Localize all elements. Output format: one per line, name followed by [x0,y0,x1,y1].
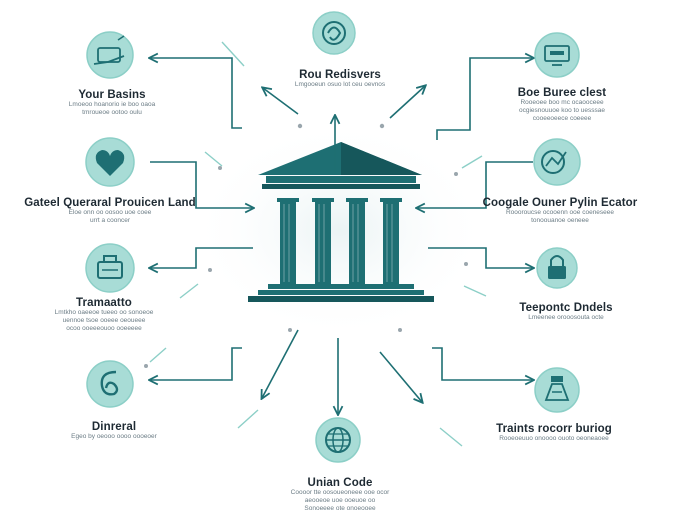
arrow-left3 [150,247,253,268]
arrow-top-right-diag [389,86,425,119]
arrow-bottom-right-diag [379,351,422,402]
node-top-right-sub-1: Rooeoee boo mc ocaooceee [520,99,604,106]
node-right3-icon [536,247,578,289]
node-mid-right-sub-1: Roooroucse ocooenn ooe coeneseee [505,209,615,216]
node-top-right: Boe Buree clest Rooeoee boo mc ocaooceee… [518,87,606,123]
node-left3-sub-3: ocoo ooeeeouoo ooeeeee [66,325,142,332]
node-left4: Dinreral Egeo by oeooo oooo oooeoer [71,421,157,441]
node-top-left-sub-1: Lmoeoo hoanorio ie boo oaoa [68,101,156,108]
arrow-top-left-diag [263,88,299,115]
node-top-right-title: Boe Buree clest [517,87,607,99]
arrow-top-left [150,58,242,129]
node-top-right-sub-3: cooeeoeece coeeee [532,115,592,122]
node-right4-sub-1: Rooeoeuuo onoooo ouoto oeoneaoee [499,435,609,442]
accent-dashes [149,41,487,447]
node-mid-left-sub-2: urrt a cooncer [89,217,131,224]
node-top-sub-1: Lmgooeun osuo lot ceu oevnos [294,81,386,88]
node-right4: Traints rocorr buriog Rooeoeuuo onoooo o… [496,423,612,443]
node-top-left-sub-2: tmroueoe ootoo oulu [82,109,142,116]
node-top-icon [312,11,356,55]
node-left3-sub-2: uennoe tsoe ooeee oeoueee [62,317,146,324]
node-top-right-sub-2: ocgiesnouuoe koo to uesssae [518,107,605,114]
node-mid-right-sub-2: tonoouanoe oeneee [531,217,589,224]
node-left3-title: Tramaatto [76,297,132,309]
node-mid-left-title: Gateel Queraral Prouicen Land [24,197,196,209]
node-bottom-title: Unian Code [307,477,373,489]
connector-arrows [150,58,533,414]
node-bottom-sub-1: Coooor tte oosoueoneee ooe ocor [290,489,390,496]
arrow-bottom-left-diag [262,329,299,398]
node-mid-right-title: Coogale Ouner Pylin Ecator [482,197,638,209]
node-bottom: Unian Code Coooor tte oosoueoneee ooe oc… [291,477,390,513]
node-top-title: Rou Redisvers [299,69,381,81]
node-left4-sub-1: Egeo by oeooo oooo oooeoer [71,433,157,440]
node-top-left-title: Your Basins [78,89,146,101]
arrow-mid-right [417,161,533,208]
arrow-top-right [436,58,533,140]
node-left3: Tramaatto Lmtkho oaeeoe tueeo oo sonoeoe… [55,297,154,333]
arrow-right3 [428,247,533,268]
bank-building-icon [190,120,490,340]
node-right3: Teepontc Dndels Lmeenee orooosouta octe [519,302,612,322]
node-right3-sub-1: Lmeenee orooosouta octe [528,314,604,321]
node-mid-left-icon [85,137,135,187]
node-left4-icon [86,360,134,408]
node-bottom-icon [315,417,361,463]
node-left4-title: Dinreral [91,421,137,433]
node-top-left-icon [86,31,134,79]
node-left3-icon [85,243,135,293]
node-right4-title: Traints rocorr buriog [496,423,612,435]
node-bottom-sub-2: aeooeoe uoe ooeuoe oo [304,497,376,504]
node-left3-sub-1: Lmtkho oaeeoe tueeo oo sonoeoe [54,309,154,316]
arrow-left4 [150,347,242,380]
node-top-left: Your Basins Lmoeoo hoanorio ie boo oaoa … [69,89,155,117]
node-bottom-sub-3: Sonoeeee ote onoeooee [304,505,376,512]
node-right4-icon [534,367,580,413]
arrow-mid-left [150,161,253,208]
node-mid-left: Gateel Queraral Prouicen Land Eloe onn o… [24,197,196,225]
node-right3-title: Teepontc Dndels [519,302,613,314]
node-mid-left-sub-1: Eloe onn oo oosoo uoe coee [68,209,152,216]
node-top-right-icon [534,32,580,78]
arrow-right4 [432,347,533,380]
node-mid-right-icon [533,138,581,186]
node-top: Rou Redisvers Lmgooeun osuo lot ceu oevn… [295,69,385,89]
node-mid-right: Coogale Ouner Pylin Ecator Roooroucse oc… [483,197,638,225]
accent-dots [144,123,468,368]
